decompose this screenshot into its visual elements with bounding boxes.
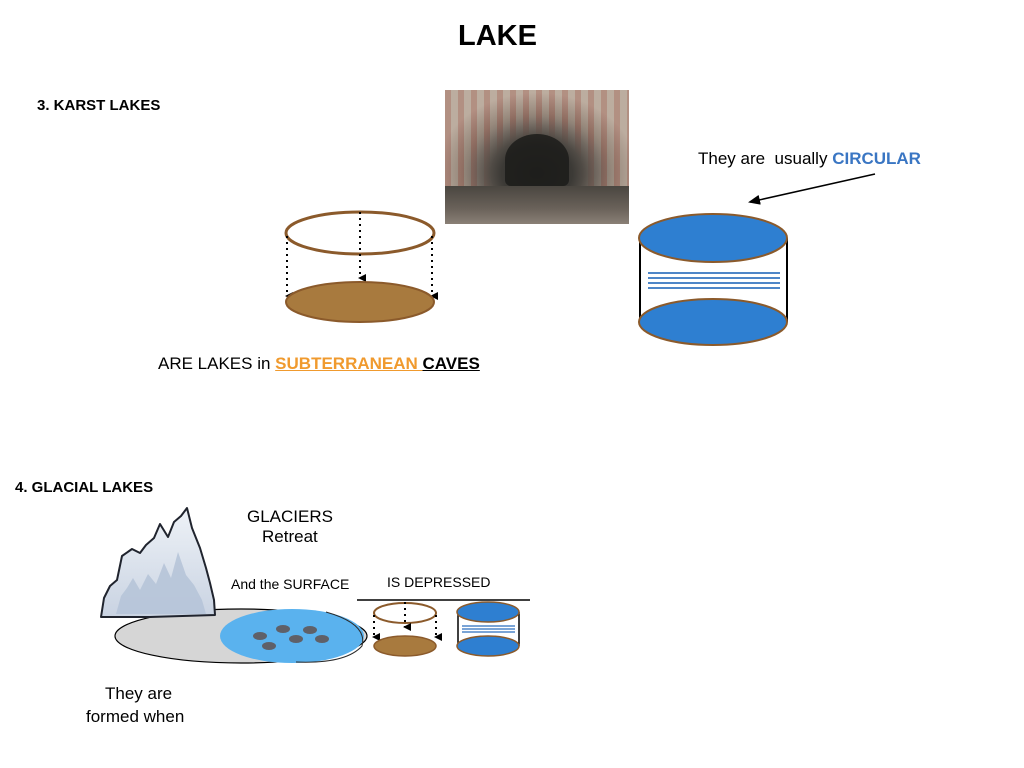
karst-basin-diagram [284, 210, 438, 323]
small-basin-floor [373, 635, 437, 657]
karst-caption-prefix: ARE LAKES in [158, 354, 276, 373]
pointer-arrow [748, 173, 876, 205]
glaciers-label: GLACIERS [247, 507, 333, 526]
small-lake-bottom [456, 635, 520, 657]
circular-note-prefix: They are usually [698, 149, 833, 168]
formed-line-1: They are [105, 684, 173, 703]
circular-lake-diagram [638, 213, 788, 346]
lake-top-surface [638, 213, 788, 263]
glacial-diagram [100, 507, 368, 664]
cave-photo [445, 90, 629, 224]
caves-word: CAVES [422, 354, 480, 373]
small-lake-diagram [456, 601, 520, 657]
karst-caption: ARE LAKES in SUBTERRANEAN CAVES [158, 354, 480, 374]
circular-word: CIRCULAR [832, 149, 921, 168]
glacial-heading: 4. GLACIAL LAKES [15, 479, 154, 496]
depressed-label: IS DEPRESSED [387, 574, 491, 590]
circular-note: They are usually CIRCULAR [698, 149, 921, 169]
surface-label: And the SURFACE [231, 576, 350, 592]
subterranean-word: SUBTERRANEAN [275, 354, 423, 373]
small-lake-top [456, 601, 520, 623]
formed-line-2: formed when [86, 707, 185, 726]
small-water-lines [462, 625, 515, 633]
water-lines [648, 272, 780, 289]
karst-heading: 3. KARST LAKES [37, 97, 161, 114]
lake-edge-line [295, 611, 364, 663]
retreat-label: Retreat [262, 527, 318, 546]
glacier-shading [116, 552, 206, 614]
page-title: LAKE [458, 20, 537, 52]
basin-floor [285, 281, 435, 323]
lake-bottom-surface [638, 298, 788, 346]
rock-dots [253, 625, 329, 650]
small-basin-diagram [372, 602, 442, 657]
